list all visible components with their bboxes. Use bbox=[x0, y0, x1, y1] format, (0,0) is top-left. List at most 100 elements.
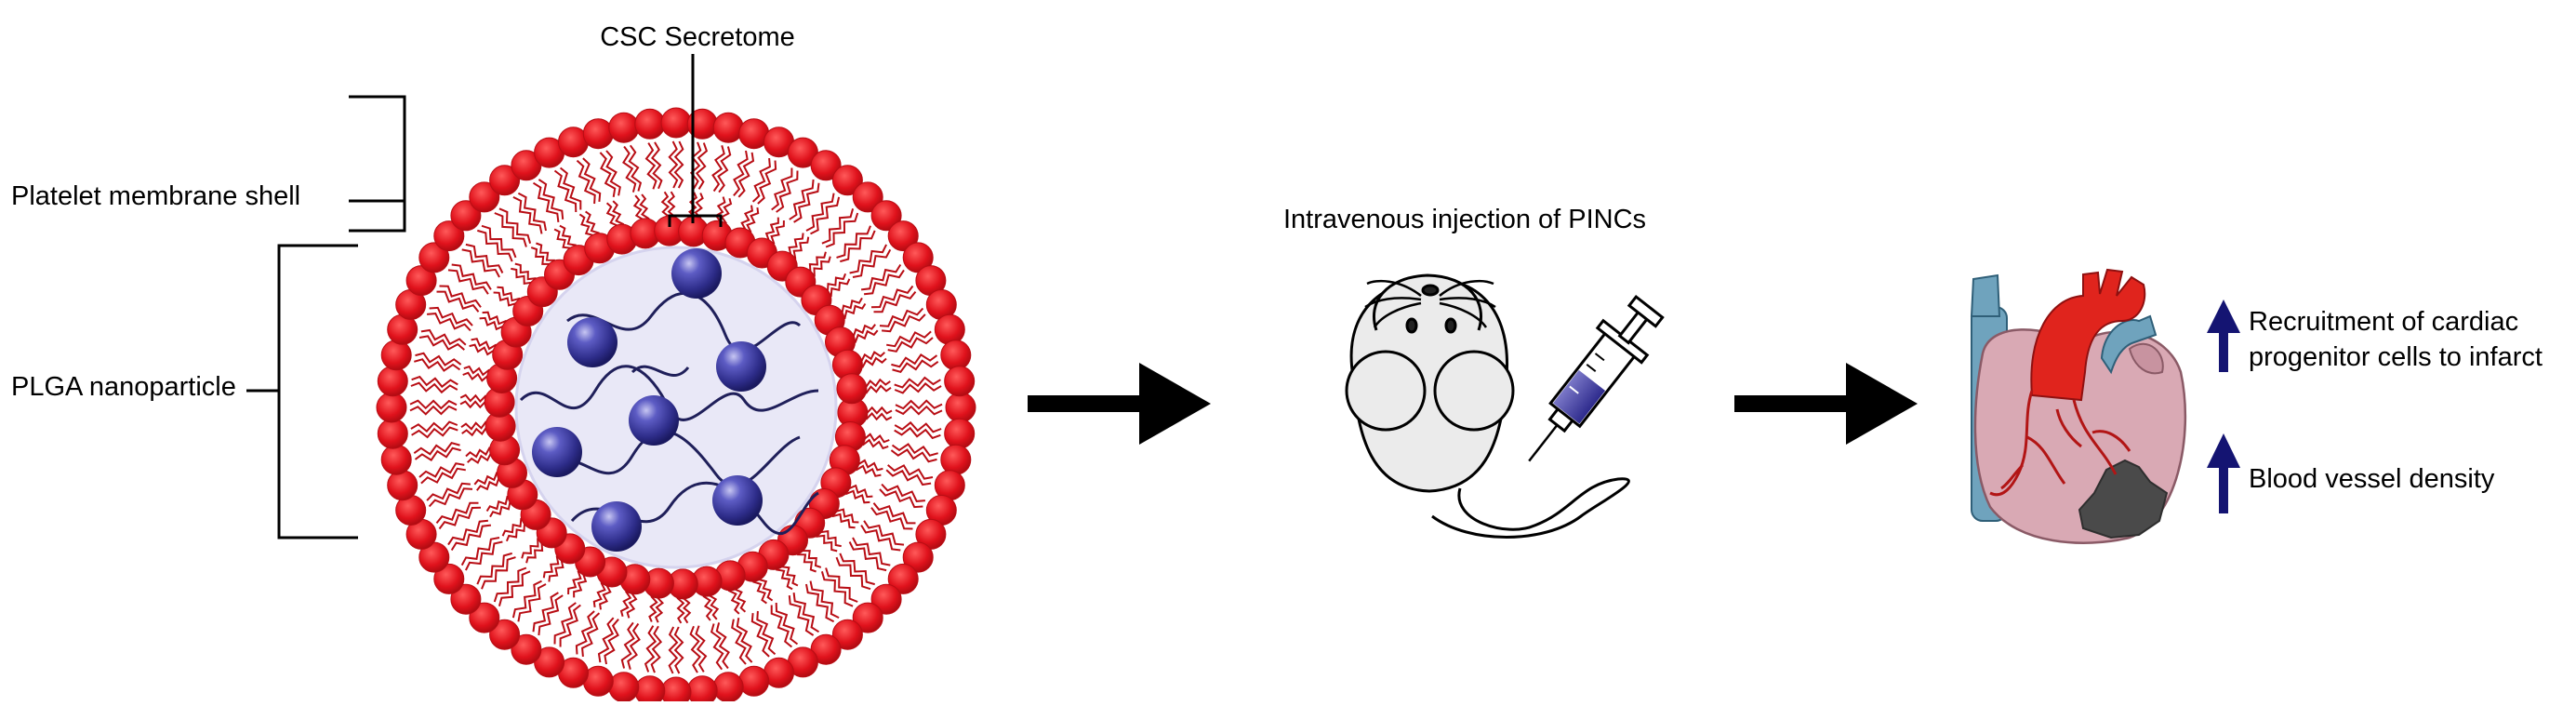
lipid-tail bbox=[481, 224, 517, 259]
lipid-tail bbox=[810, 196, 841, 235]
lipid-tail bbox=[460, 537, 500, 566]
lipid-head bbox=[887, 563, 919, 594]
lipid-tail bbox=[438, 506, 482, 530]
lipid-head bbox=[608, 672, 640, 703]
secretome-sphere bbox=[591, 501, 642, 552]
lipid-tail bbox=[447, 269, 489, 295]
lipid-tail bbox=[879, 488, 923, 509]
plga-bracket bbox=[277, 244, 358, 539]
lipid-tail bbox=[512, 196, 543, 234]
lipid-head bbox=[608, 112, 640, 143]
nanoparticle-diagram bbox=[376, 107, 976, 706]
lipid-tail bbox=[410, 381, 458, 394]
lipid-tail bbox=[426, 482, 471, 501]
lipid-tail bbox=[711, 145, 725, 193]
lipid-tail bbox=[756, 610, 777, 656]
lipid-head bbox=[469, 181, 500, 213]
lipid-head bbox=[852, 602, 883, 633]
lipid-head bbox=[380, 340, 412, 371]
lipid-head bbox=[945, 392, 976, 423]
lipid-tail bbox=[825, 212, 859, 248]
lipid-tail bbox=[673, 626, 684, 674]
lipid-head bbox=[831, 619, 863, 650]
lipid-tail bbox=[821, 208, 855, 245]
lipid-head bbox=[660, 107, 692, 139]
lipid-tail bbox=[582, 157, 602, 202]
lipid-tail bbox=[733, 150, 749, 196]
syringe-needle bbox=[1528, 423, 1559, 462]
lipid-head bbox=[831, 165, 863, 196]
lipid-tail bbox=[710, 623, 724, 671]
lipid-tail bbox=[695, 142, 709, 190]
csc-secretome-label: CSC Secretome bbox=[600, 22, 795, 52]
lipid-head bbox=[634, 108, 666, 140]
lipid-tail bbox=[420, 467, 466, 485]
up-arrow-icon bbox=[2207, 433, 2240, 513]
lipid-tail bbox=[892, 359, 939, 374]
lipid-head bbox=[940, 444, 972, 475]
lipid-head bbox=[380, 444, 412, 475]
lipid-head bbox=[940, 340, 972, 371]
lipid-tail bbox=[788, 595, 815, 636]
lipid-tail bbox=[830, 511, 856, 529]
lipid-tail bbox=[820, 571, 854, 607]
lipid-tail bbox=[622, 145, 637, 193]
lipid-tail bbox=[439, 285, 482, 308]
lipid-tail bbox=[882, 313, 926, 333]
lipid-tail bbox=[879, 307, 924, 327]
lipid-tail bbox=[887, 337, 934, 353]
lipid-tail bbox=[895, 399, 943, 410]
lipid-tail bbox=[532, 592, 559, 633]
lipid-tail bbox=[461, 248, 500, 278]
lipid-tail bbox=[668, 140, 679, 189]
lipid-tail bbox=[644, 625, 657, 673]
lipid-head bbox=[377, 366, 408, 397]
infarct-area bbox=[2078, 459, 2169, 539]
lipid-tail bbox=[737, 152, 755, 198]
lipid-tail bbox=[848, 541, 887, 572]
lipid-tail bbox=[894, 420, 942, 433]
lipid-head bbox=[634, 675, 666, 706]
lipid-tail bbox=[894, 376, 941, 389]
secretome-sphere bbox=[532, 427, 582, 477]
lipid-tail bbox=[465, 540, 503, 571]
coronary-arteries bbox=[1989, 390, 2131, 497]
lipid-head bbox=[887, 220, 919, 252]
lipid-tail bbox=[451, 263, 492, 290]
lipid-head bbox=[582, 118, 614, 150]
mouse-head bbox=[1372, 273, 1483, 331]
lipid-tail bbox=[410, 420, 458, 433]
lipid-tail bbox=[775, 602, 799, 646]
lipid-tail bbox=[757, 160, 777, 205]
lipid-tail bbox=[435, 501, 479, 525]
lipid-tail bbox=[751, 158, 771, 203]
mouse-icon bbox=[1345, 273, 1630, 539]
lipid-tail bbox=[852, 248, 892, 278]
lipid-tail bbox=[409, 405, 458, 416]
lipid-head bbox=[511, 633, 542, 665]
lipid-tail bbox=[689, 625, 701, 673]
lipid-tail bbox=[493, 566, 527, 603]
lipid-tail bbox=[575, 610, 595, 655]
lipid-tail bbox=[644, 142, 657, 190]
mouse-left-paw bbox=[1345, 350, 1427, 432]
lipid-head bbox=[387, 470, 418, 501]
plga-nanoparticle-label: PLGA nanoparticle bbox=[11, 372, 236, 402]
lipid-tail bbox=[715, 622, 730, 670]
pulmonary-artery bbox=[2100, 314, 2158, 375]
lipid-tail bbox=[836, 225, 871, 259]
lipid-tail bbox=[860, 525, 901, 552]
lipid-tail bbox=[776, 170, 799, 213]
lipid-tail bbox=[668, 626, 679, 674]
lipid-tail bbox=[628, 144, 643, 192]
secretome-spheres bbox=[532, 248, 766, 552]
lipid-head bbox=[418, 242, 450, 273]
mouse-nose bbox=[1421, 284, 1440, 297]
mouse-right-paw bbox=[1433, 350, 1515, 432]
lipid-tail bbox=[553, 169, 578, 213]
lipid-tail bbox=[736, 618, 753, 663]
lipid-tail bbox=[576, 159, 596, 205]
lipid-tail bbox=[620, 621, 635, 669]
secretome-sphere bbox=[712, 475, 763, 526]
